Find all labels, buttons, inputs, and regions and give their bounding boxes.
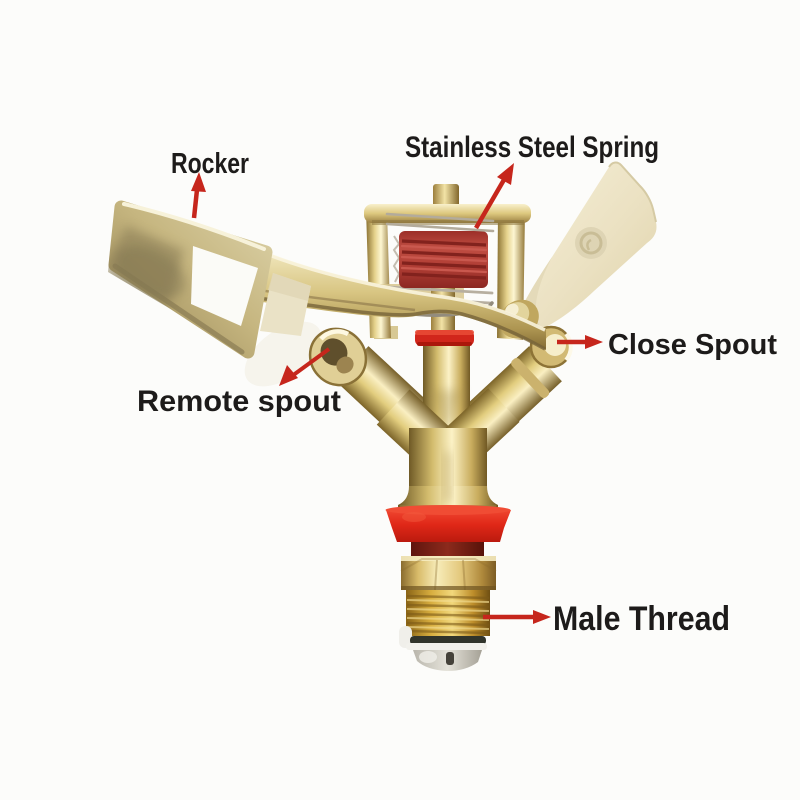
svg-text:Close Spout: Close Spout	[608, 329, 777, 361]
svg-text:Male Thread: Male Thread	[553, 600, 730, 638]
svg-text:Remote spout: Remote spout	[137, 385, 341, 418]
svg-text:Stainless Steel Spring: Stainless Steel Spring	[405, 131, 659, 164]
svg-text:Rocker: Rocker	[171, 148, 249, 180]
